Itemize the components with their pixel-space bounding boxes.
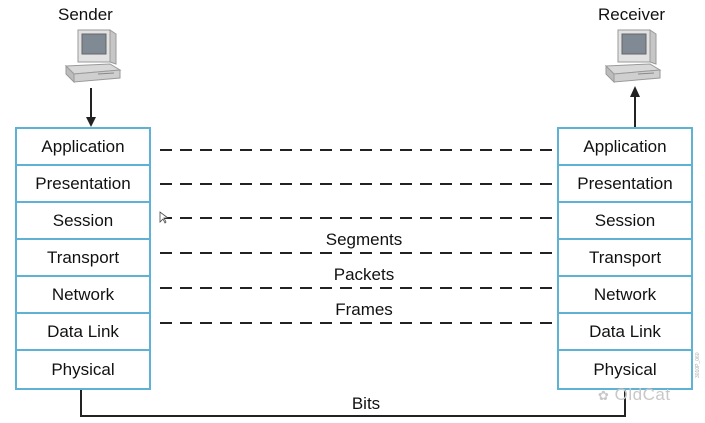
sender-osi-stack: Application Presentation Session Transpo…: [15, 127, 151, 390]
sender-computer-icon: [64, 29, 122, 84]
watermark-text: OldCat: [614, 385, 671, 404]
watermark: ✿ OldCat: [598, 385, 671, 405]
receiver-arrow-head: [630, 86, 640, 97]
bits-line: [80, 389, 626, 417]
pdu-bits-label: Bits: [351, 394, 381, 413]
figure-id: 3010P_060: [695, 352, 701, 378]
sender-layer-network: Network: [17, 277, 149, 314]
sender-layer-datalink: Data Link: [17, 314, 149, 351]
sender-layer-session: Session: [17, 203, 149, 240]
pdu-packets-label: Packets: [333, 265, 395, 284]
sender-label: Sender: [58, 5, 113, 24]
receiver-layer-physical: Physical: [593, 359, 657, 379]
sender-layer-presentation: Presentation: [17, 166, 149, 203]
receiver-computer-icon: [604, 29, 662, 84]
receiver-layer-transport: Transport: [559, 240, 691, 277]
receiver-layer-presentation: Presentation: [559, 166, 691, 203]
receiver-label: Receiver: [598, 5, 666, 24]
cursor-icon: [159, 211, 170, 224]
receiver-osi-stack: Application Presentation Session Transpo…: [557, 127, 693, 390]
sender-layer-application: Application: [17, 129, 149, 166]
receiver-layer-application: Application: [559, 129, 691, 166]
receiver-layer-session: Session: [559, 203, 691, 240]
sender-layer-transport: Transport: [17, 240, 149, 277]
receiver-layer-datalink: Data Link: [559, 314, 691, 351]
watermark-logo-icon: ✿: [598, 388, 610, 403]
pdu-frames-label: Frames: [335, 300, 393, 319]
sender-layer-physical: Physical: [51, 359, 115, 379]
sender-arrow-head: [86, 117, 96, 127]
pdu-segments-label: Segments: [325, 230, 403, 249]
receiver-layer-network: Network: [559, 277, 691, 314]
